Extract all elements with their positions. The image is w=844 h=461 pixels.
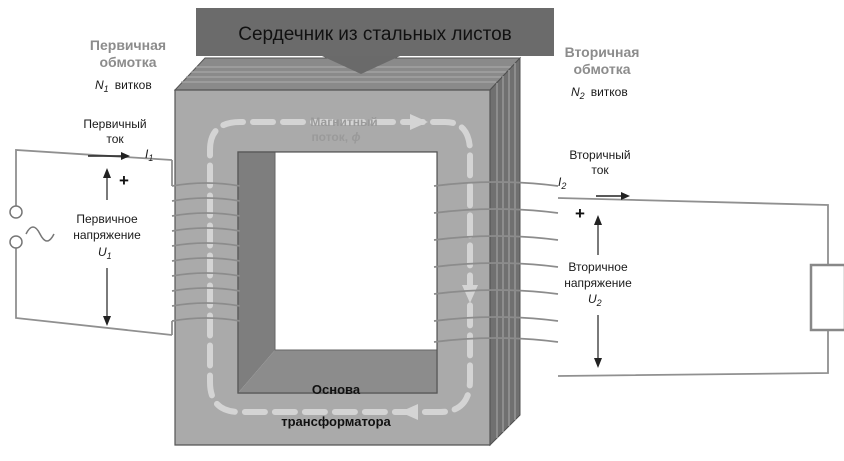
secondary-current-symbol-wrap: I2 bbox=[558, 175, 566, 191]
secondary-winding-line1: Вторичная bbox=[565, 44, 640, 60]
primary-voltage-symbol: U bbox=[98, 245, 107, 259]
primary-turns-sub: 1 bbox=[104, 84, 109, 94]
core-window-bottom-wall bbox=[238, 350, 437, 393]
secondary-winding bbox=[433, 181, 559, 343]
primary-current-arrow bbox=[88, 152, 130, 160]
primary-winding-line2: обмотка bbox=[99, 54, 156, 70]
magnetic-flux-path bbox=[207, 114, 478, 420]
primary-current-symbol-wrap: I1 bbox=[145, 147, 153, 163]
core-window-left-wall bbox=[238, 152, 275, 393]
secondary-circuit bbox=[557, 197, 829, 377]
secondary-voltage-line2: напряжение bbox=[564, 276, 632, 290]
secondary-winding-label: Вторичная обмотка N2 витков bbox=[565, 44, 640, 101]
secondary-voltage-line1: Вторичное bbox=[568, 260, 628, 274]
primary-current-label: Первичный ток I1 bbox=[83, 117, 153, 163]
flux-arrow-right bbox=[462, 285, 478, 303]
secondary-turns: N2 витков bbox=[571, 85, 628, 101]
secondary-turns-sub: 2 bbox=[579, 91, 585, 101]
primary-voltage-sub: 1 bbox=[107, 251, 112, 261]
secondary-current-label: Вторичный ток I2 bbox=[558, 148, 631, 191]
title-text: Сердечник из стальных листов bbox=[238, 24, 511, 45]
flux-arrow-bottom bbox=[400, 404, 418, 420]
primary-winding bbox=[171, 182, 241, 322]
primary-voltage-line1: Первичное bbox=[76, 212, 138, 226]
primary-current-line2: ток bbox=[106, 132, 124, 146]
flux-label: Магнитный поток, ϕ bbox=[310, 115, 377, 144]
secondary-voltage-symbol: U bbox=[588, 292, 597, 306]
title-callout-pointer bbox=[322, 56, 400, 74]
secondary-current-line1: Вторичный bbox=[569, 148, 630, 162]
flux-symbol: ϕ bbox=[351, 130, 360, 144]
secondary-voltage-sub: 2 bbox=[596, 298, 602, 308]
core-window-opening bbox=[274, 151, 438, 351]
core-side-laminations bbox=[496, 63, 516, 438]
primary-turns-word: витков bbox=[115, 78, 152, 92]
primary-voltage-polarity: + bbox=[119, 171, 129, 190]
secondary-voltage-symbol-wrap: U2 bbox=[588, 292, 602, 308]
primary-winding-label: Первичная обмотка N1 витков bbox=[90, 37, 166, 94]
flux-line2-wrap: поток, ϕ bbox=[311, 130, 360, 144]
secondary-voltage-polarity: + bbox=[575, 204, 585, 223]
secondary-current-line2: ток bbox=[591, 163, 609, 177]
secondary-current-arrow bbox=[596, 192, 630, 200]
secondary-turns-symbol: N bbox=[571, 85, 580, 99]
base-label: Основа трансформатора bbox=[281, 382, 391, 429]
secondary-current-sub: 2 bbox=[560, 181, 566, 191]
primary-voltage-arrow bbox=[103, 168, 111, 326]
secondary-current-symbol: I bbox=[558, 175, 562, 189]
secondary-turns-word: витков bbox=[591, 85, 628, 99]
primary-current-sub: 1 bbox=[148, 153, 153, 163]
primary-winding-line1: Первичная bbox=[90, 37, 166, 53]
title-callout-box bbox=[196, 8, 554, 56]
load-resistor bbox=[809, 263, 844, 332]
primary-turns-symbol: N bbox=[95, 78, 104, 92]
secondary-voltage-label: + Вторичное напряжение U2 bbox=[564, 204, 632, 308]
primary-current-symbol: I bbox=[145, 147, 149, 161]
ac-source bbox=[9, 205, 55, 249]
flux-line2: поток, bbox=[311, 130, 351, 144]
secondary-winding-line2: обмотка bbox=[573, 61, 630, 77]
base-line2: трансформатора bbox=[281, 414, 391, 429]
secondary-voltage-arrow bbox=[594, 215, 602, 368]
primary-circuit bbox=[15, 149, 173, 336]
primary-voltage-label: + Первичное напряжение U1 bbox=[73, 171, 141, 261]
base-line1: Основа bbox=[312, 382, 361, 397]
flux-arrow-top bbox=[410, 114, 428, 130]
primary-turns: N1 витков bbox=[95, 78, 152, 94]
primary-voltage-symbol-wrap: U1 bbox=[98, 245, 112, 261]
title-callout: Сердечник из стальных листов bbox=[196, 8, 554, 74]
primary-current-line1: Первичный bbox=[83, 117, 146, 131]
primary-voltage-line2: напряжение bbox=[73, 228, 141, 242]
flux-line1: Магнитный bbox=[310, 115, 377, 129]
